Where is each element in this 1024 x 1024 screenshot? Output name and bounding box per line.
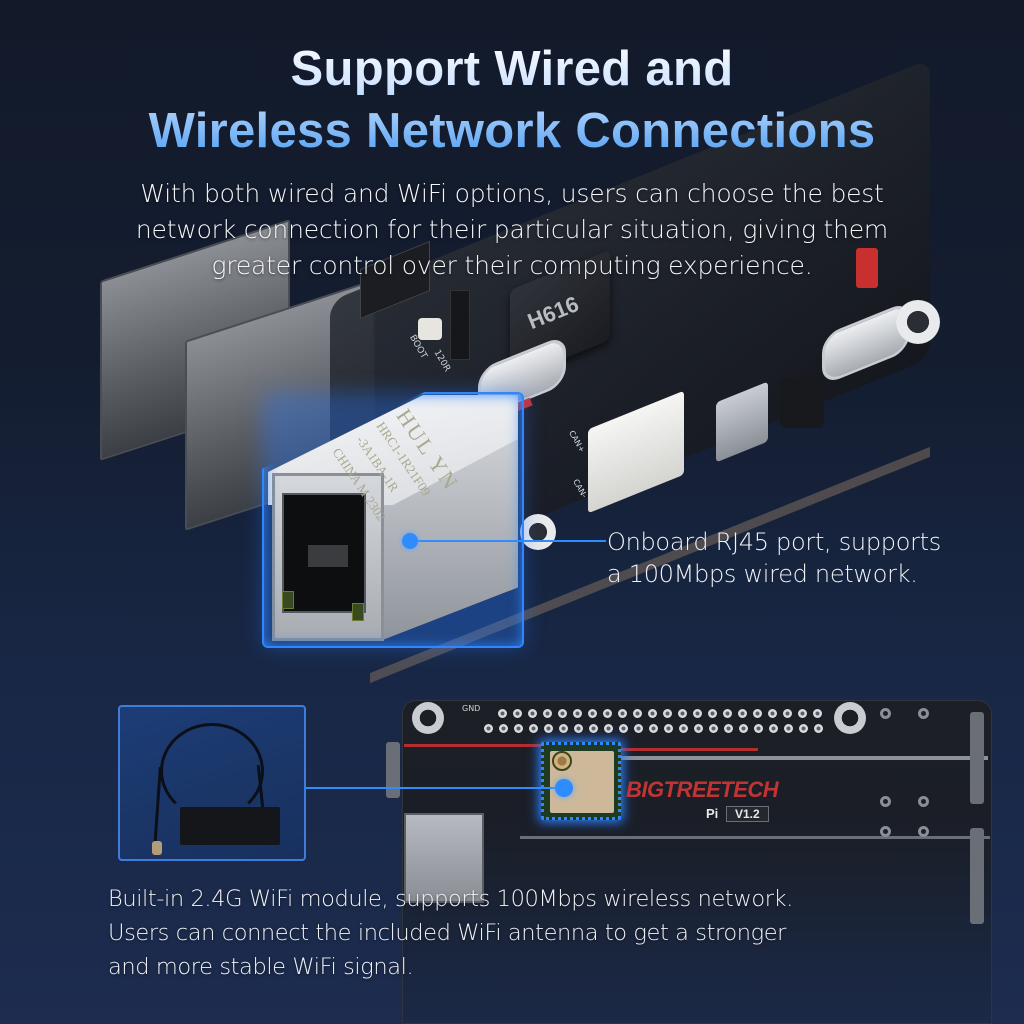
standoff-ring (918, 708, 929, 719)
silver-trace-stripe (598, 756, 988, 760)
mount-hole (520, 514, 556, 550)
rj45-led-right (352, 603, 364, 621)
wifi-callout-line-3: and more stable WiFi signal. (108, 954, 414, 980)
gpio-header-row-top (498, 709, 822, 718)
rj45-callout-text: Onboard RJ45 port, supports a 100Mbps wi… (607, 526, 1007, 590)
standoff-ring (880, 826, 891, 837)
board-model-label: Pi (706, 806, 719, 821)
rj45-callout-line-1: Onboard RJ45 port, supports (607, 528, 941, 556)
board-brand-logo: BIGTREETECH (626, 777, 779, 802)
mount-hole (896, 300, 940, 344)
red-trace-stripe (598, 748, 758, 751)
antenna-element-icon (180, 807, 280, 845)
wifi-callout-line-2: Users can connect the included WiFi ante… (108, 920, 787, 946)
rj45-callout-line (410, 540, 606, 542)
wifi-antenna-panel (118, 705, 306, 861)
wifi-callout-dot (555, 779, 573, 797)
side-connector (970, 712, 984, 804)
page-title: Support Wired and Wireless Network Conne… (0, 38, 1024, 162)
mount-hole (834, 702, 866, 734)
standoff-ring (918, 826, 929, 837)
mount-hole (412, 702, 444, 734)
wifi-callout-line-1: Built-in 2.4G WiFi module, supports 100M… (108, 886, 793, 912)
silver-trace-stripe (520, 836, 990, 839)
wifi-module (541, 742, 621, 820)
red-trace-stripe (404, 744, 544, 747)
subtitle-line-3: greater control over their computing exp… (211, 251, 813, 280)
jumper-header (450, 290, 470, 360)
standoff-ring (880, 708, 891, 719)
rj45-latch (308, 545, 348, 567)
board-version-label: V1.2 (726, 806, 769, 822)
standoff-ring (918, 796, 929, 807)
subtitle-line-1: With both wired and WiFi options, users … (140, 179, 884, 208)
ufl-plug-icon (152, 841, 162, 855)
side-connector (970, 828, 984, 924)
board-fade-overlay (403, 821, 991, 1023)
title-line-1: Support Wired and (290, 42, 734, 96)
gpio-header-row-bottom (484, 724, 823, 733)
wifi-callout-text: Built-in 2.4G WiFi module, supports 100M… (108, 882, 908, 984)
boot-button (418, 318, 442, 340)
title-line-2: Wireless Network Connections (148, 104, 876, 158)
rj45-led-left (282, 591, 294, 609)
antenna-cable-loop (160, 723, 264, 819)
rj45-callout-line-2: a 100Mbps wired network. (607, 560, 918, 588)
audio-jack (780, 378, 824, 428)
red-jumper (856, 248, 878, 288)
standoff-ring (880, 796, 891, 807)
antenna-cable-lead (153, 766, 162, 850)
subtitle-line-2: network connection for their particular … (135, 215, 889, 244)
lower-board-illustration (402, 700, 992, 1024)
page-subtitle: With both wired and WiFi options, users … (0, 176, 1024, 284)
gnd-label: GND (462, 704, 481, 713)
wifi-callout-line (306, 787, 566, 789)
ufl-connector-icon (552, 751, 572, 771)
microsd-slot (404, 813, 484, 903)
side-connector (386, 742, 400, 798)
rj45-callout-dot (402, 533, 418, 549)
rj45-port: HUL YN HRC1-1R21F09 -3A1BA-1R CHINA M 23… (268, 395, 518, 645)
